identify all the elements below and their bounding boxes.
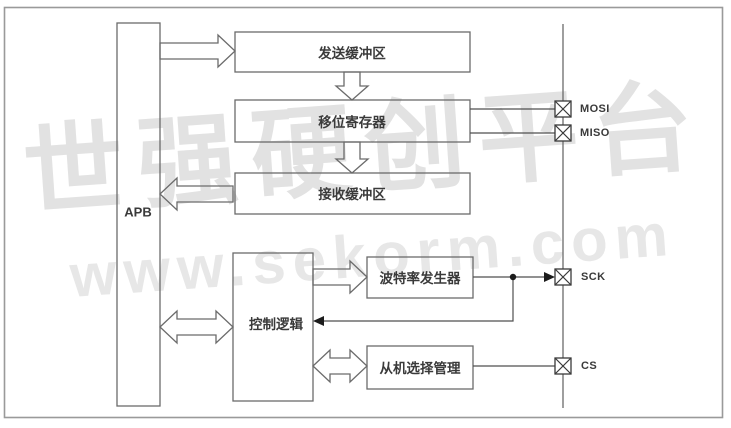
slave-select-box <box>366 345 474 390</box>
outer-border <box>3 6 724 419</box>
arrow-apb-controllogic-bidir <box>159 309 234 345</box>
pin-sck-symbol <box>554 268 572 286</box>
arrow-shiftreg-to-rxbuffer <box>334 141 370 174</box>
junction-dot <box>509 273 517 281</box>
arrow-rxbuffer-to-apb <box>159 176 234 212</box>
baud-generator-box <box>366 256 474 299</box>
pin-cs-symbol <box>554 357 572 375</box>
pin-mosi-symbol <box>554 100 572 118</box>
arrowhead-into-sck-pin <box>544 272 555 282</box>
arrow-controllogic-to-baudgen <box>312 259 368 295</box>
rx-buffer-box <box>234 172 471 215</box>
control-logic-box <box>232 252 314 402</box>
arrow-apb-to-txbuffer <box>159 33 236 69</box>
arrowhead-into-controllogic <box>313 316 324 326</box>
tx-buffer-box <box>234 31 471 73</box>
pin-miso-symbol <box>554 124 572 142</box>
apb-bus-box <box>116 22 161 407</box>
arrow-controllogic-slaveselect-bidir <box>312 348 368 384</box>
shift-register-box <box>234 99 471 143</box>
line-baudgen-feedback-to-controllogic <box>320 277 514 322</box>
arrow-txbuffer-to-shiftreg <box>334 71 370 101</box>
